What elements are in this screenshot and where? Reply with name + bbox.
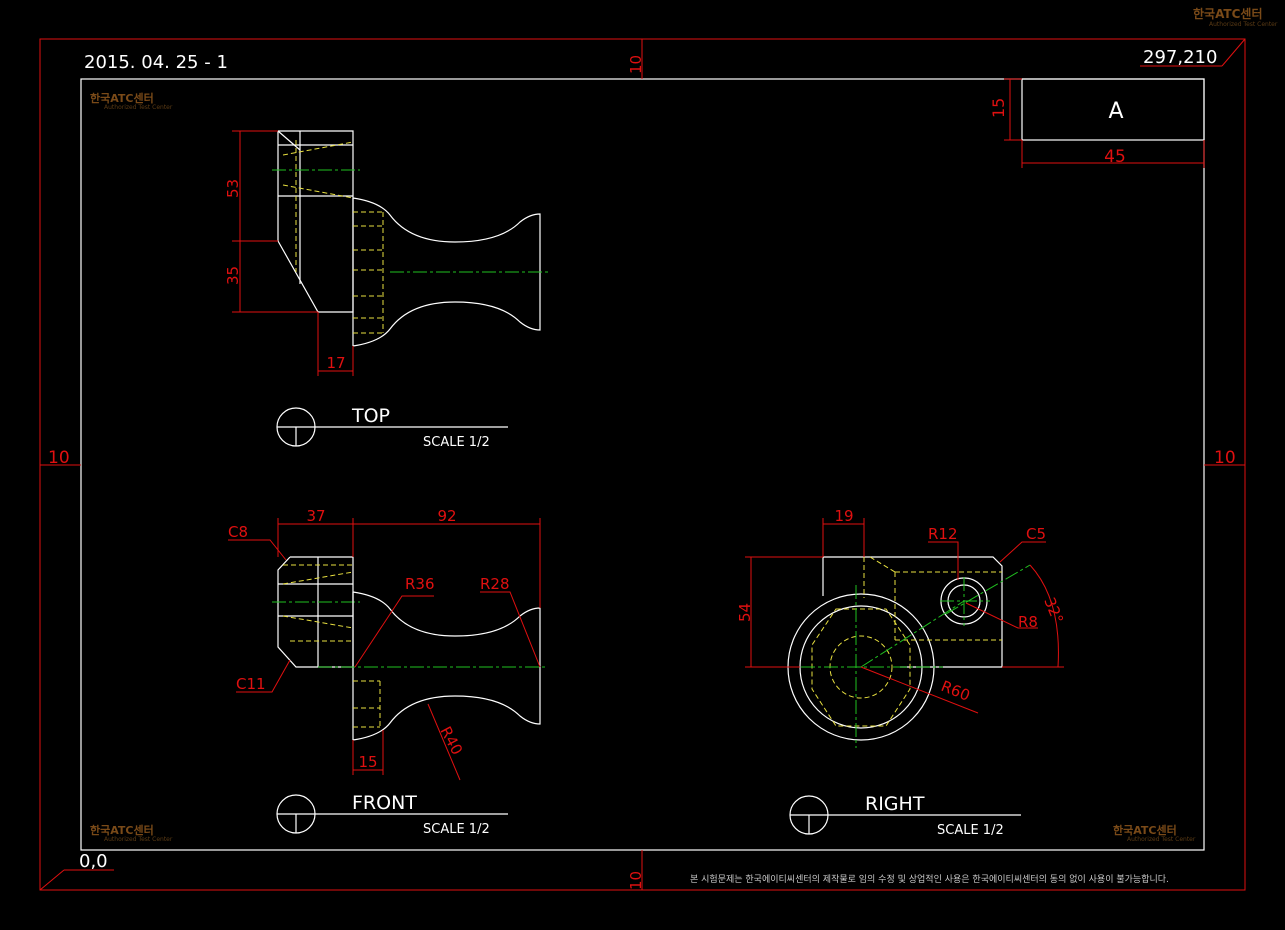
svg-text:한국ATC센터: 한국ATC센터 (90, 823, 154, 837)
dim-right-54: 54 (736, 603, 754, 622)
svg-text:Authorized Test Center: Authorized Test Center (104, 104, 173, 111)
front-view-title: FRONT (352, 792, 417, 814)
dim-top-margin: 10 (627, 55, 645, 74)
margin-dims: 10 10 10 10 (40, 39, 1245, 890)
title-block: A 15 45 (989, 78, 1205, 168)
dim-bottom-margin: 10 (627, 871, 645, 890)
paper-size: 297,210 (1143, 47, 1217, 68)
dim-front-r28: R28 (480, 575, 510, 593)
dim-top-17: 17 (326, 354, 345, 372)
dim-right-r60: R60 (939, 677, 973, 705)
dim-right-r12: R12 (928, 525, 958, 543)
svg-text:한국ATC센터: 한국ATC센터 (1193, 6, 1263, 21)
front-view: 37 92 15 C8 C11 R36 R28 R40 (228, 507, 548, 781)
part-label: A (1108, 99, 1123, 124)
front-view-scale: SCALE 1/2 (423, 822, 490, 837)
dim-front-37: 37 (306, 507, 325, 525)
watermark-bottom-right: 한국ATC센터 Authorized Test Center (1113, 823, 1196, 843)
dim-right-c5: C5 (1026, 525, 1046, 543)
dim-front-c8: C8 (228, 523, 248, 541)
right-view-label: RIGHT SCALE 1/2 (789, 793, 1021, 838)
dim-right-19: 19 (834, 507, 853, 525)
watermark-bottom-left: 한국ATC센터 Authorized Test Center (90, 823, 173, 843)
svg-text:한국ATC센터: 한국ATC센터 (1113, 823, 1177, 837)
paper-size-callout: 297,210 (1140, 38, 1246, 68)
svg-text:Authorized Test Center: Authorized Test Center (1209, 21, 1278, 28)
dim-front-r36: R36 (405, 575, 435, 593)
top-view-title: TOP (351, 405, 390, 427)
right-view-scale: SCALE 1/2 (937, 823, 1004, 838)
dim-title-height: 15 (989, 98, 1008, 118)
top-view: 53 35 17 (224, 130, 548, 376)
watermark-corner: 한국ATC센터 Authorized Test Center (1193, 6, 1278, 28)
drawing-number: 2015. 04. 25 - 1 (84, 52, 228, 73)
right-view-title: RIGHT (865, 793, 925, 815)
dim-top-35: 35 (224, 266, 242, 285)
svg-text:Authorized Test Center: Authorized Test Center (1127, 836, 1196, 843)
dim-front-92: 92 (437, 507, 456, 525)
origin-callout: 0,0 (39, 851, 114, 891)
watermark-top-left: 한국ATC센터 Authorized Test Center (90, 91, 173, 111)
dim-right-margin: 10 (1214, 448, 1236, 468)
top-view-scale: SCALE 1/2 (423, 435, 490, 450)
dim-right-angle: 32° (1040, 595, 1067, 626)
dim-title-width: 45 (1104, 147, 1126, 167)
svg-text:한국ATC센터: 한국ATC센터 (90, 91, 154, 105)
front-view-label: FRONT SCALE 1/2 (276, 792, 508, 837)
origin-label: 0,0 (79, 851, 108, 872)
copyright-notice: 본 시험문제는 한국에이티씨센터의 제작물로 임의 수정 및 상업적인 사용은 … (690, 873, 1169, 885)
dim-front-15: 15 (358, 753, 377, 771)
dim-left-margin: 10 (48, 448, 70, 468)
outer-border (39, 38, 1246, 891)
dim-top-53: 53 (224, 179, 242, 198)
right-view: 19 54 R12 C5 R8 R60 32° (736, 507, 1067, 748)
dim-front-c11: C11 (236, 675, 266, 693)
dim-front-r40: R40 (436, 723, 466, 758)
inner-frame (80, 78, 1205, 851)
dim-right-r8: R8 (1018, 613, 1038, 631)
top-view-label: TOP SCALE 1/2 (276, 405, 508, 450)
svg-text:Authorized Test Center: Authorized Test Center (104, 836, 173, 843)
